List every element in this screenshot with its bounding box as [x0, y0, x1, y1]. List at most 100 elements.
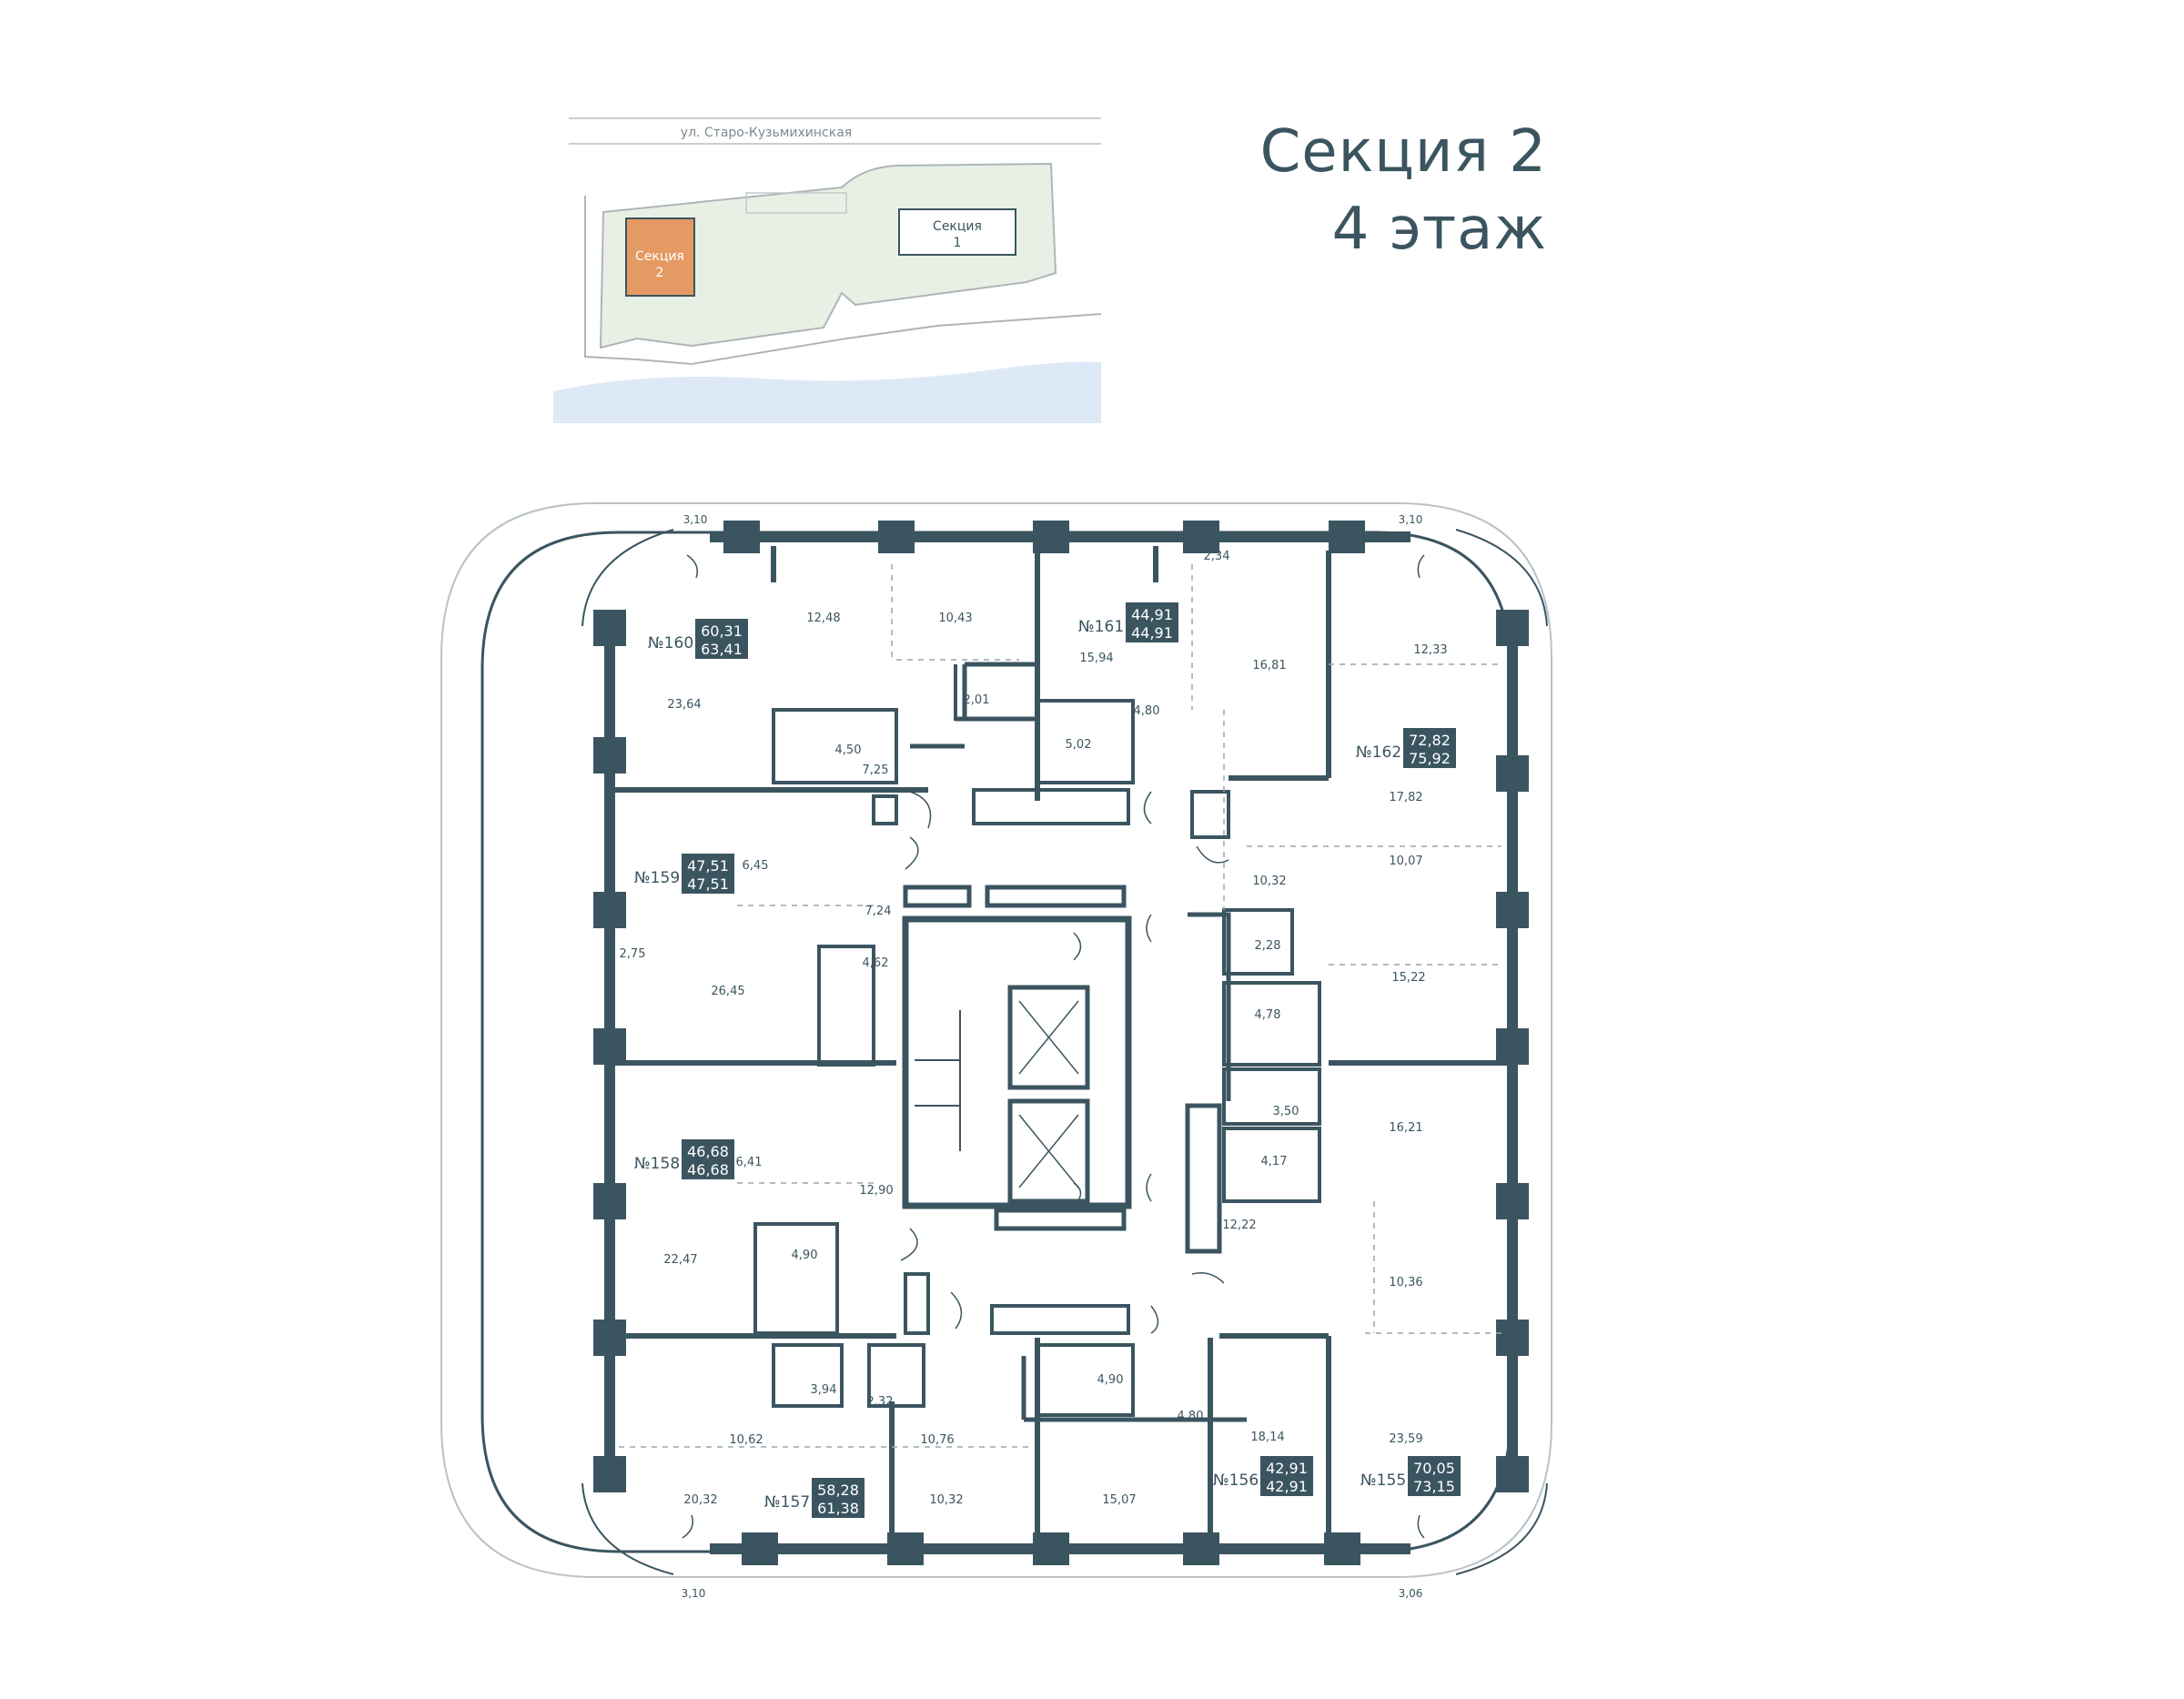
- room-area-label: 6,45: [743, 859, 769, 873]
- room-area-label: 4,17: [1261, 1155, 1288, 1168]
- key-section-1-number: 1: [954, 236, 962, 250]
- apartment-living-area: 42,91: [1266, 1460, 1308, 1477]
- room-area-label: 2,34: [1204, 550, 1230, 563]
- room-area-label: 7,25: [863, 764, 889, 777]
- apartment-area-badge: [1260, 1456, 1313, 1496]
- apartment-number: №162: [1356, 743, 1401, 762]
- room-area-label: 4,78: [1255, 1008, 1281, 1022]
- zone-lines: [619, 564, 1502, 1448]
- room-area-label: 16,21: [1389, 1121, 1422, 1135]
- apartment-total-area: 75,92: [1409, 750, 1451, 767]
- room-area-label: 20,32: [683, 1493, 717, 1507]
- room-area-label: 15,07: [1102, 1493, 1136, 1507]
- room-area-label: 16,81: [1252, 659, 1286, 673]
- balcony-area-label: 3,10: [1399, 513, 1423, 526]
- room-area-label: 10,76: [920, 1433, 954, 1447]
- apartment-living-area: 70,05: [1413, 1460, 1455, 1477]
- apartment-total-area: 73,15: [1413, 1478, 1455, 1495]
- site-boundary: [584, 196, 1102, 366]
- partitions: [610, 546, 1512, 1547]
- apartment-number: №156: [1213, 1471, 1259, 1490]
- apartment-area-badge: [682, 1139, 734, 1179]
- room-area-label: 12,22: [1222, 1219, 1256, 1232]
- room-area-label: 2,01: [964, 693, 990, 707]
- building-outline: [440, 502, 1552, 1578]
- bathrooms: [753, 664, 1321, 1417]
- key-section-2-label: Секция: [635, 249, 684, 264]
- room-area-label: 4,80: [1134, 704, 1160, 718]
- apartment-area-badge: [1126, 602, 1178, 642]
- apartment-number: №157: [764, 1493, 810, 1512]
- key-section-2: [625, 217, 695, 297]
- apartment-total-area: 47,51: [687, 875, 729, 893]
- balcony-arc-ne: [1455, 529, 1548, 627]
- apartment-area-badge: [812, 1478, 864, 1518]
- apartment-area-badge: [682, 854, 734, 894]
- balcony-area-label: 3,10: [682, 1587, 706, 1600]
- room-area-label: 15,22: [1391, 971, 1425, 985]
- room-area-label: 10,36: [1389, 1276, 1422, 1289]
- room-area-label: 26,45: [711, 985, 744, 998]
- room-area-label: 18,14: [1250, 1431, 1284, 1444]
- room-area-label: 15,94: [1079, 652, 1113, 665]
- facade-line: [480, 531, 1512, 1553]
- room-area-label: 4,62: [863, 956, 889, 970]
- apartment-number: №158: [634, 1155, 680, 1173]
- river: [553, 361, 1101, 423]
- room-area-label: 10,32: [1252, 875, 1286, 888]
- key-plan: ул. Старо-Кузьмихинская Секция 2 Секция …: [553, 117, 1102, 423]
- key-section-1-label: Секция: [933, 219, 982, 234]
- apartment-number: №160: [648, 634, 693, 652]
- room-area-label: 10,32: [929, 1493, 963, 1507]
- floor-title: 4 этаж: [1331, 196, 1547, 263]
- balcony-arc-nw: [581, 529, 674, 627]
- apartment-area-badge: [1403, 728, 1456, 768]
- room-area-label: 5,02: [1066, 738, 1092, 752]
- room-area-label: 2,75: [620, 947, 646, 961]
- apartment-living-area: 47,51: [687, 857, 729, 875]
- apartment-number: №155: [1360, 1471, 1406, 1490]
- balcony-area-label: 3,10: [683, 513, 708, 526]
- apartment-living-area: 58,28: [817, 1482, 859, 1499]
- room-area-label: 10,62: [729, 1433, 763, 1447]
- section-title: Секция 2: [1259, 118, 1547, 186]
- room-area-label: 12,90: [859, 1184, 893, 1198]
- room-area-label: 4,90: [792, 1249, 818, 1262]
- apartment-labels: №16060,3163,41№16144,9144,91№16272,8275,…: [634, 602, 1461, 1518]
- apartment-living-area: 72,82: [1409, 732, 1451, 749]
- room-area-label: 10,07: [1389, 855, 1422, 868]
- doors: [682, 554, 1425, 1539]
- balcony-arc-se: [1455, 1482, 1548, 1575]
- apartment-living-area: 60,31: [701, 622, 743, 640]
- room-area-label: 3,50: [1273, 1105, 1299, 1118]
- apartment-total-area: 46,68: [687, 1161, 729, 1178]
- balcony-area-label: 3,06: [1399, 1587, 1423, 1600]
- key-section-2-number: 2: [656, 266, 664, 280]
- apartment-living-area: 44,91: [1131, 606, 1173, 623]
- apartment-total-area: 42,91: [1266, 1478, 1308, 1495]
- room-area-label: 7,24: [865, 905, 892, 918]
- room-area-label: 23,59: [1389, 1432, 1422, 1446]
- apartment-number: №161: [1078, 618, 1124, 636]
- room-area-label: 3,94: [811, 1383, 837, 1397]
- apartment-living-area: 46,68: [687, 1143, 729, 1160]
- room-area-label: 17,82: [1389, 791, 1422, 804]
- room-area-label: 6,41: [736, 1156, 763, 1169]
- room-area-label: 2,32: [867, 1395, 894, 1409]
- room-area-label: 23,64: [667, 698, 701, 712]
- room-area-label: 10,43: [938, 612, 972, 625]
- apartment-total-area: 44,91: [1131, 624, 1173, 642]
- parking-strip: [745, 192, 847, 214]
- apartment-total-area: 61,38: [817, 1500, 859, 1517]
- key-section-1: [898, 208, 1016, 256]
- apartment-area-badge: [1408, 1456, 1461, 1496]
